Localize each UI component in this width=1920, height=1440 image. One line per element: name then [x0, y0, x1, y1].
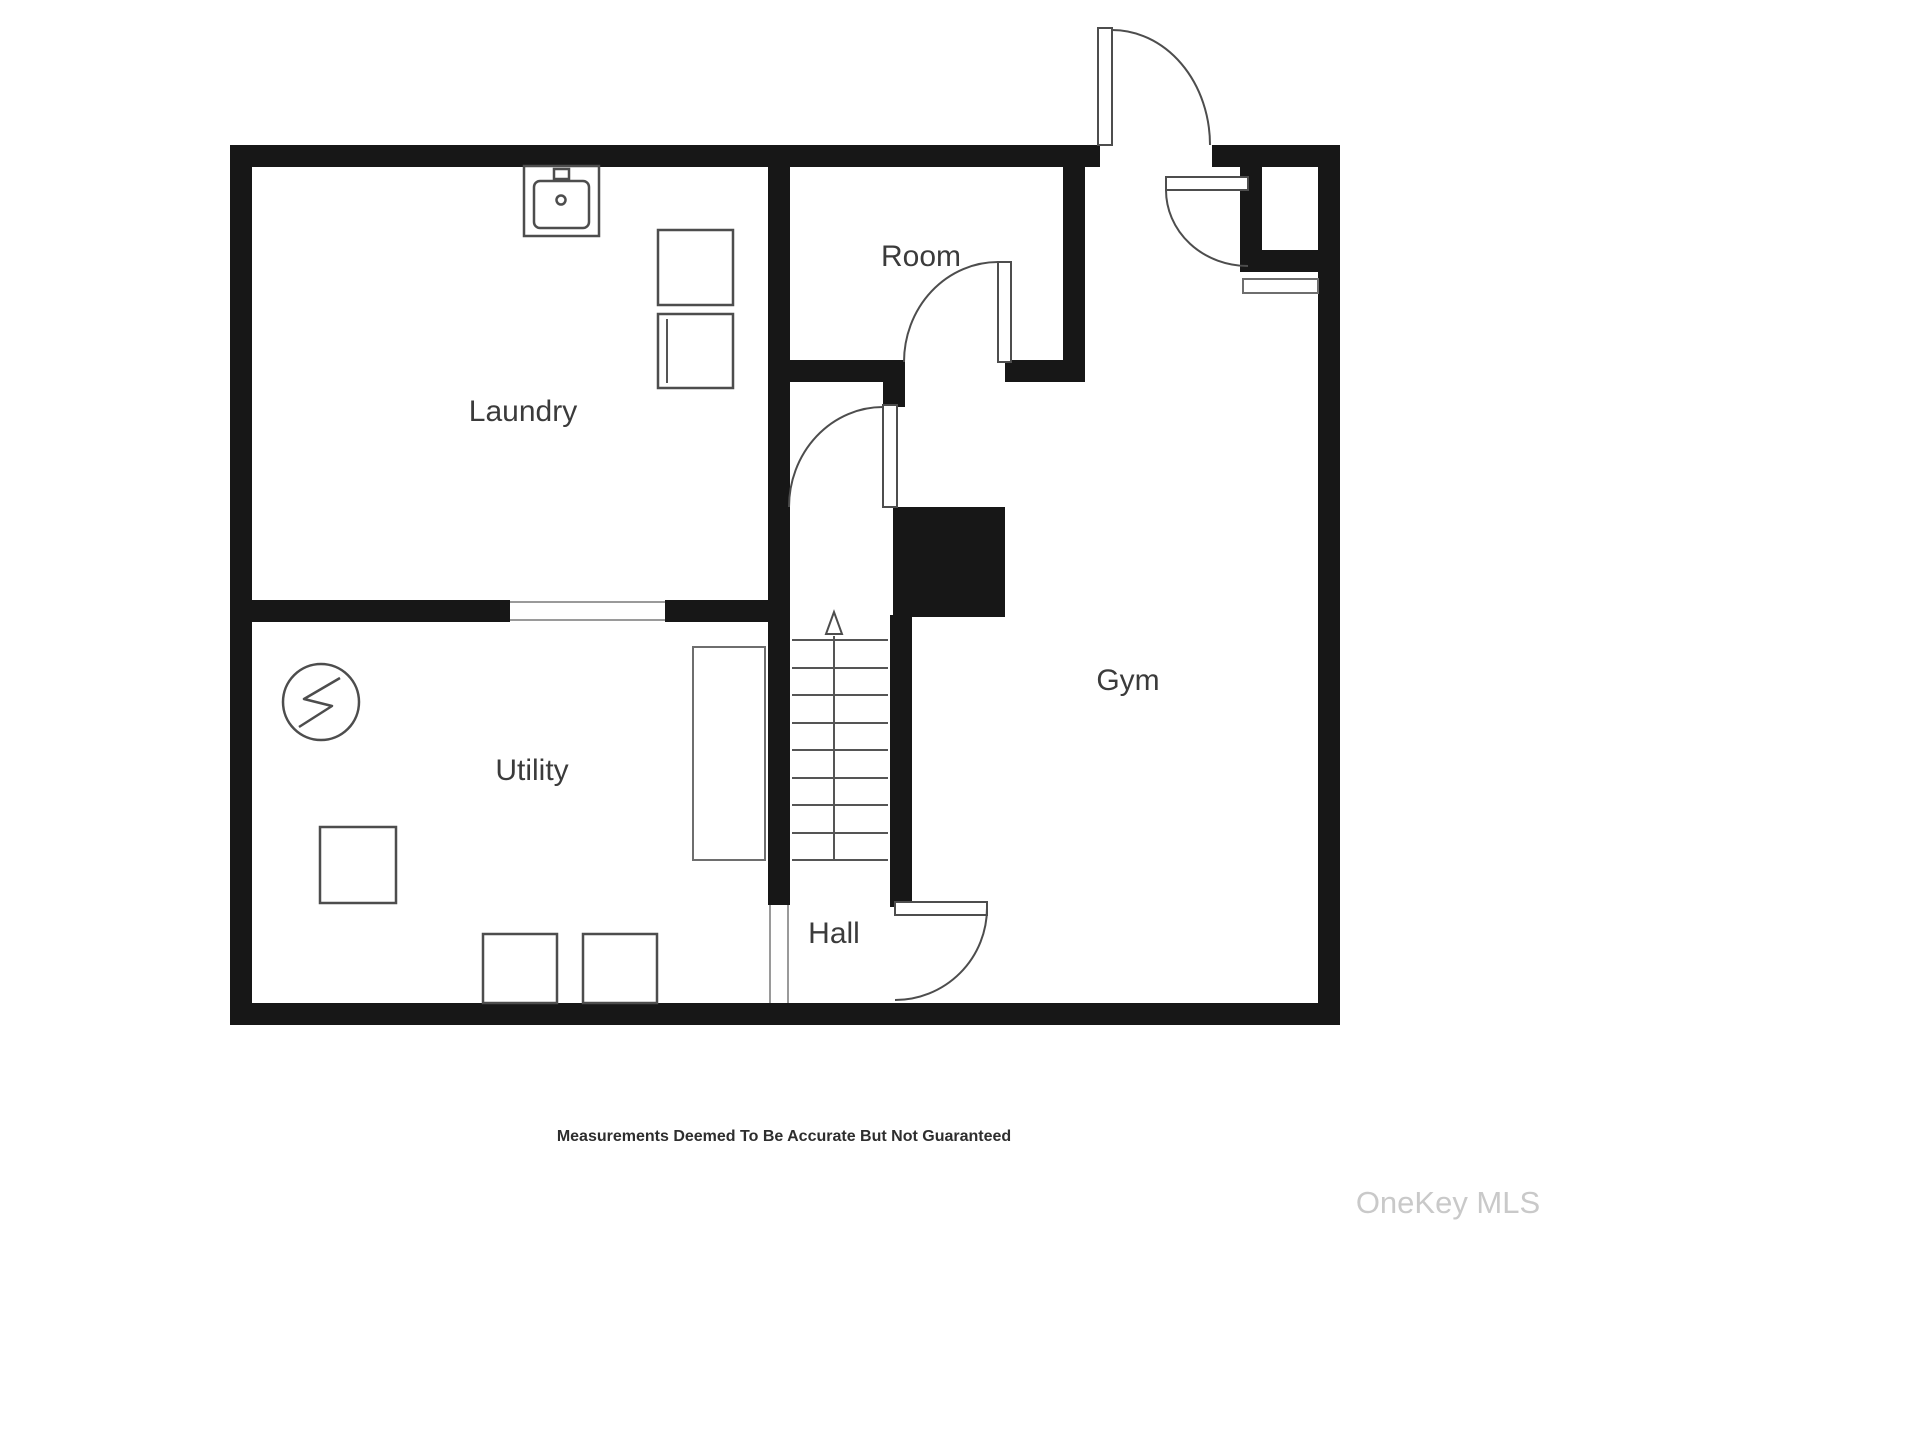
wall-outer-bottom	[230, 1003, 1340, 1025]
gym-label: Gym	[1096, 664, 1159, 697]
dryer	[656, 312, 735, 390]
room-label: Room	[881, 240, 961, 273]
wall-closet-left	[1240, 167, 1262, 272]
wall-outer-top-left	[230, 145, 1100, 167]
entry-closet-shelf	[1242, 278, 1319, 294]
hall-door-leaf	[894, 901, 988, 916]
utility-label: Utility	[495, 754, 568, 787]
wall-closet-bottom	[1240, 250, 1318, 272]
laundry-label: Laundry	[469, 395, 577, 428]
staircase	[692, 609, 888, 861]
washer	[656, 228, 735, 307]
wall-laundry-right	[768, 145, 790, 622]
closet-door-arc	[1165, 189, 1249, 267]
utility-equipment-box	[318, 825, 398, 905]
wall-stairs-left	[768, 622, 790, 905]
walls	[230, 145, 1340, 1025]
sink-faucet	[552, 167, 571, 181]
hall-door-arc	[894, 907, 988, 1001]
disclaimer-text: Measurements Deemed To Be Accurate But N…	[557, 1128, 1011, 1145]
wall-corridor-stub	[883, 382, 905, 407]
front-door-arc	[1111, 29, 1211, 146]
utility-box-right	[581, 932, 659, 1005]
wall-outer-top-right	[1212, 145, 1340, 167]
sink-drain	[555, 194, 567, 206]
corridor-door-leaf	[882, 404, 898, 508]
wall-room-bottom-left	[790, 360, 905, 382]
wall-utility-top-right	[665, 600, 790, 622]
laundry-sink	[522, 164, 601, 238]
stair-up-arrow-icon	[824, 609, 844, 635]
wall-room-right	[1063, 145, 1085, 382]
wall-outer-right	[1318, 145, 1340, 1025]
wall-outer-left	[230, 145, 252, 1025]
room-door-arc	[903, 261, 999, 363]
hall-label: Hall	[808, 917, 860, 950]
watermark-text: OneKey MLS	[1356, 1185, 1540, 1220]
room-door-leaf	[997, 261, 1012, 363]
wall-room-bottom-right	[1005, 360, 1085, 382]
lightning-bolt-icon	[298, 676, 341, 729]
fixtures	[281, 164, 1319, 1005]
wall-stairs-right	[890, 615, 912, 907]
wall-utility-top-left	[230, 600, 510, 622]
front-door-leaf	[1097, 27, 1113, 146]
utility-box-left	[481, 932, 559, 1005]
electrical-panel	[281, 662, 361, 742]
room-labels: Laundry Room Gym Utility Hall	[469, 240, 1160, 950]
wall-chimney-block	[893, 507, 1005, 617]
stair-side-closet	[692, 646, 766, 861]
doors	[788, 27, 1249, 1001]
closet-door-leaf	[1165, 176, 1249, 191]
corridor-door-arc	[788, 406, 884, 508]
openings	[510, 601, 789, 1003]
footer: Measurements Deemed To Be Accurate But N…	[557, 1128, 1540, 1220]
